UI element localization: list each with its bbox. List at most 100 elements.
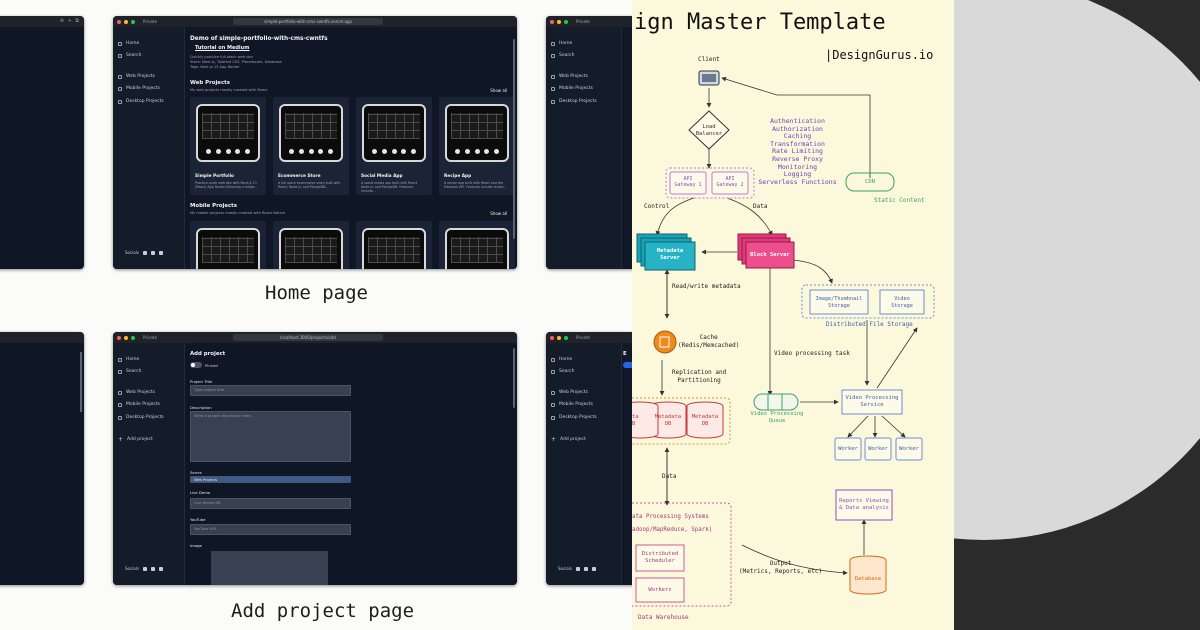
web-projects-subtitle: My web projects mostly created with Reac… (190, 88, 268, 92)
project-card[interactable] (273, 221, 349, 269)
gateway-feature: Rate Limiting (772, 147, 823, 156)
cache-label: Cache(Redis/Memcached) (678, 334, 740, 349)
gateway-feature: Serverless Functions (758, 177, 837, 186)
search-icon (118, 53, 122, 58)
series-select[interactable]: Web Projects (190, 476, 351, 483)
project-thumbnail (196, 104, 260, 162)
sidebar-item-home[interactable]: Home (551, 357, 572, 362)
sidebar-item-mobile[interactable]: Mobile Projects (118, 86, 160, 91)
worker-3 (895, 437, 923, 461)
gateway-feature: Authorization (772, 124, 823, 133)
pinned-toggle[interactable] (190, 362, 202, 368)
medium-link[interactable]: Tutorial on Medium (195, 45, 250, 51)
tags-text: Tags: Next.js 13 App Router (190, 65, 240, 69)
gateway-feature: Reverse Proxy (772, 154, 823, 163)
worker-1-label: Worker (838, 446, 858, 452)
project-thumbnail (445, 104, 509, 162)
address-bar[interactable]: simple-portfolio-with-cms-cwntfs.vercel.… (233, 18, 383, 25)
home-page-screenshot: Private simple-portfolio-with-cms-cwntfs… (113, 16, 517, 269)
search-icon (551, 53, 555, 58)
globe-icon (551, 390, 555, 395)
pinned-toggle[interactable] (623, 362, 635, 368)
sidebar-item-add[interactable]: +Add project (118, 436, 153, 443)
video-processing-queue (753, 393, 799, 411)
sidebar-item-mobile[interactable]: Mobile Projects (551, 86, 593, 91)
project-card-title: Social Media App (361, 174, 403, 179)
cache-icon (653, 330, 677, 354)
scrollbar[interactable] (513, 348, 515, 408)
sidebar-item-add[interactable]: +Add project (551, 436, 586, 443)
sidebar-item-desktop[interactable]: Desktop Projects (118, 99, 164, 104)
socials[interactable]: Socials (558, 566, 596, 571)
sidebar-item-search[interactable]: Search (118, 53, 141, 58)
private-label: Private (143, 335, 157, 340)
data-label-lower: Data (662, 473, 677, 480)
home-page-caption: Home page (265, 282, 368, 304)
sidebar-item-search[interactable]: Search (551, 53, 574, 58)
sidebar-item-desktop[interactable]: Desktop Projects (118, 415, 164, 420)
sidebar-item-web[interactable]: Web Projects (551, 390, 588, 395)
show-all-web[interactable]: Show all (490, 88, 507, 93)
youtube-input[interactable]: YouTube URL (190, 524, 351, 535)
scrollbar[interactable] (513, 39, 515, 239)
monitor-icon (551, 415, 555, 420)
live-demo-input[interactable]: Live Demo URL (190, 498, 351, 509)
gateway-feature: Monitoring (777, 162, 818, 171)
phone-icon (118, 402, 122, 407)
database-label: Database (854, 576, 882, 582)
project-card[interactable] (356, 221, 432, 269)
sidebar-item-web[interactable]: Web Projects (118, 390, 155, 395)
reports-box (835, 489, 893, 521)
stack-text: Stack: Next.js, Tailwind CSS, Planetscal… (190, 60, 282, 64)
sidebar-item-search[interactable]: Search (118, 369, 141, 374)
cdn-label: CDN (865, 179, 875, 185)
project-card[interactable] (439, 221, 515, 269)
sidebar-item-home[interactable]: Home (551, 41, 572, 46)
socials[interactable]: Socials (125, 250, 163, 255)
show-all-mobile[interactable]: Show all (490, 211, 507, 216)
image-dropzone[interactable] (211, 551, 328, 585)
system-design-diagram: ign Master Template |DesignGurus.io Clie… (632, 0, 954, 630)
description: Quickly practice full-stack web dev (190, 55, 253, 59)
project-card[interactable] (190, 221, 266, 269)
sidebar-item-search[interactable]: Search (551, 369, 574, 374)
sidebar-item-home[interactable]: Home (118, 41, 139, 46)
add-project-screenshot: Private localhost:3000/projects/add Home… (113, 332, 517, 585)
sidebar-item-home[interactable]: Home (118, 357, 139, 362)
block-server-box (745, 241, 795, 269)
plus-icon: + (551, 436, 557, 443)
address-bar[interactable]: localhost:3000/projects/add (233, 334, 383, 341)
sidebar-item-web[interactable]: Web Projects (551, 74, 588, 79)
left-partial-shot-top: ⊕+⧉ (0, 16, 84, 269)
home-icon (551, 357, 555, 362)
sidebar-item-mobile[interactable]: Mobile Projects (118, 402, 160, 407)
right-partial-shot-bottom: Private Home Search Web Projects Mobile … (546, 332, 636, 585)
sidebar-item-desktop[interactable]: Desktop Projects (551, 415, 597, 420)
monitor-icon (551, 99, 555, 104)
private-label: Private (576, 335, 590, 340)
monitor-icon (118, 415, 122, 420)
project-card-description: A recipe app built with React and the Ed… (444, 181, 507, 189)
title-input[interactable]: Type project title (190, 385, 351, 396)
description-textarea[interactable]: Write a project description here... (190, 411, 351, 462)
socials[interactable]: Socials (125, 566, 163, 571)
private-label: Private (143, 19, 157, 24)
sidebar-item-desktop[interactable]: Desktop Projects (551, 99, 597, 104)
sidebar-item-web[interactable]: Web Projects (118, 74, 155, 79)
diagram-brand: |DesignGurus.io (825, 48, 934, 62)
scrollbar[interactable] (80, 352, 82, 412)
sidebar-item-mobile[interactable]: Mobile Projects (551, 402, 593, 407)
